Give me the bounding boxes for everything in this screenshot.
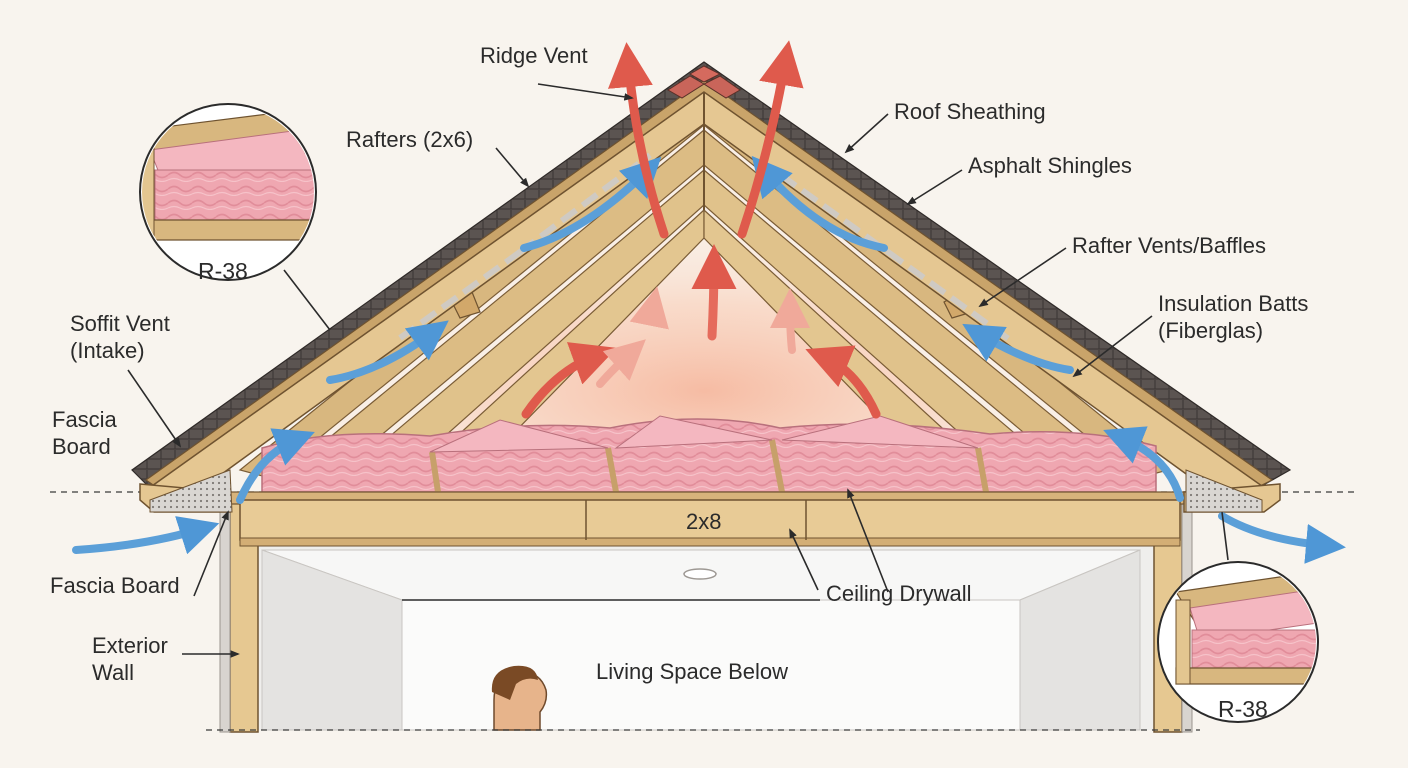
insulation-batts-label: Insulation Batts (Fiberglas) [1158, 290, 1308, 344]
soffit-left [139, 469, 233, 513]
soffit-vent-right [1185, 469, 1263, 513]
ridge-vent-label: Ridge Vent [480, 43, 588, 68]
leader-lines [127, 83, 1229, 658]
soffit-right [1183, 469, 1281, 513]
fascia-board-upper-line1: Fascia [52, 407, 117, 432]
insulation-batts-label-line2: (Fiberglas) [1158, 318, 1264, 343]
person-icon [491, 665, 548, 731]
insulation-batts [261, 415, 1157, 493]
ridge-vent-cap [688, 65, 722, 83]
soffit-vent-label-line1: Soffit Vent [70, 311, 170, 336]
r-value-inset-right [1157, 561, 1319, 723]
roof-sheathing-label: Roof Sheathing [894, 99, 1046, 124]
fascia-board-upper-label: Fascia Board [52, 406, 117, 460]
fascia-board-upper-line2: Board [52, 434, 111, 459]
joist-size-label: 2x8 [686, 509, 722, 534]
ceiling-drywall-label: Ceiling Drywall [826, 581, 972, 606]
roof-assembly [131, 61, 1292, 501]
ceiling-joist-2x8 [227, 491, 1191, 547]
insulation-batts-label-line1: Insulation Batts [1158, 291, 1309, 316]
ceiling-light-icon [683, 568, 717, 580]
r-value-right-label: R-38 [1218, 696, 1268, 722]
soffit-vent-label: Soffit Vent (Intake) [70, 310, 170, 364]
rafter-vents-label: Rafter Vents/Baffles [1072, 233, 1267, 258]
intake-airflow [72, 155, 1346, 564]
exhaust-airflow [521, 40, 881, 419]
fascia-board-lower-label: Fascia Board [50, 573, 180, 598]
r-value-left-label: R-38 [198, 258, 248, 284]
exterior-wall-label: Exterior Wall [92, 632, 168, 686]
exterior-wall-label-line1: Exterior [92, 633, 168, 658]
rafters-label: Rafters (2x6) [346, 127, 474, 152]
asphalt-shingles-label: Asphalt Shingles [968, 153, 1132, 178]
living-space-label: Living Space Below [596, 659, 789, 684]
exterior-wall-label-line2: Wall [92, 660, 134, 685]
r-value-inset-left [139, 103, 317, 281]
soffit-vent-label-line2: (Intake) [70, 338, 145, 363]
soffit-vent-left [149, 469, 233, 513]
